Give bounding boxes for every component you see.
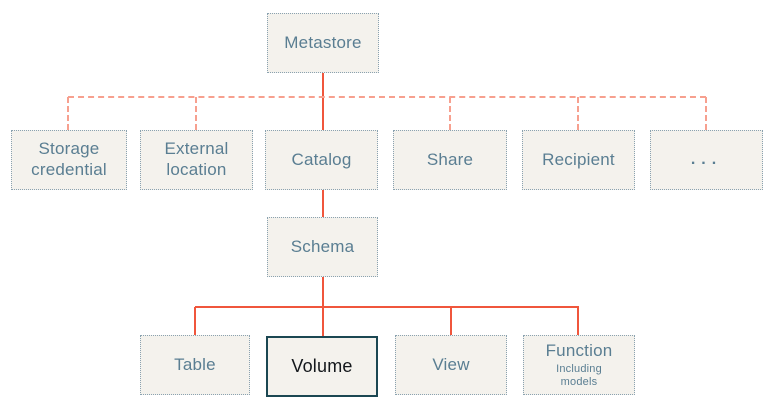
node-ellipsis: ... [650, 130, 763, 190]
connector-drop-function [577, 307, 579, 335]
connector-drop-share [449, 97, 451, 130]
node-storage-credential-label: Storage credential [31, 139, 107, 179]
node-table: Table [140, 335, 250, 395]
node-external-location: External location [140, 130, 253, 190]
node-recipient: Recipient [522, 130, 635, 190]
node-schema-label: Schema [290, 236, 355, 256]
connector-metastore-to-catalog [322, 73, 324, 130]
node-function: Function Including models [523, 335, 635, 395]
connector-schema-children-rail [195, 306, 579, 308]
connector-drop-table [194, 307, 196, 335]
node-storage-credential: Storage credential [11, 130, 127, 190]
connector-catalog-to-schema [322, 190, 324, 217]
node-metastore-label: Metastore [284, 32, 362, 52]
node-catalog: Catalog [265, 130, 378, 190]
node-share: Share [393, 130, 507, 190]
connector-drop-view [450, 307, 452, 335]
connector-metastore-children-rail [68, 96, 706, 98]
connector-drop-storage-credential [67, 97, 69, 130]
node-view: View [395, 335, 507, 395]
node-schema: Schema [267, 217, 378, 277]
node-share-label: Share [426, 149, 474, 169]
node-volume-label: Volume [291, 355, 353, 376]
node-volume: Volume [266, 336, 378, 397]
node-ellipsis-label: ... [690, 151, 723, 169]
node-function-label: Function [545, 341, 613, 361]
connector-drop-ellipsis [705, 97, 707, 130]
node-table-label: Table [174, 354, 216, 374]
connector-drop-external-location [195, 97, 197, 130]
connector-drop-recipient [577, 97, 579, 130]
node-function-sublabel: Including models [556, 363, 602, 388]
node-view-label: View [432, 354, 470, 374]
node-metastore: Metastore [267, 13, 379, 73]
node-recipient-label: Recipient [542, 149, 615, 169]
node-external-location-label: External location [164, 139, 229, 179]
node-catalog-label: Catalog [291, 149, 352, 169]
